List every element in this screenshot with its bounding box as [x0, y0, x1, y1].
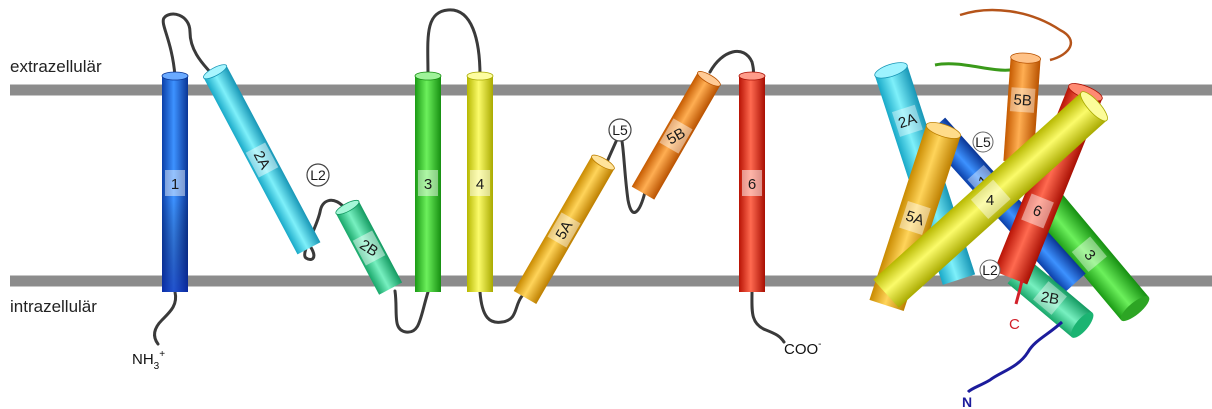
loop-l5-marker: L5 — [608, 118, 632, 142]
helix-2a: 2A — [203, 64, 321, 255]
helix-6-label-box — [742, 170, 762, 196]
helix-1-shade — [162, 200, 188, 292]
helix-6: 6 — [738, 71, 766, 292]
loop-l2-circle — [306, 163, 330, 187]
helix-3-cap — [414, 71, 442, 81]
structure-3d: 2A 3 5B 1 2B — [869, 8, 1150, 409]
helix-3: 3 — [414, 71, 442, 292]
struct-loop-l2-marker: L2 — [979, 259, 1001, 281]
struct-n-label: N — [962, 394, 972, 409]
helix-2b: 2B — [335, 199, 403, 295]
helix-2b-label-box — [352, 230, 386, 266]
helix-4: 4 — [466, 71, 494, 292]
helix-5a-cap — [591, 154, 615, 171]
struct-helix-2a-label: 2A — [896, 110, 919, 132]
struct-loop-l5-label: L5 — [975, 134, 991, 150]
helix-2b-body — [335, 201, 403, 295]
struct-c-label: C — [1009, 316, 1020, 333]
helix-3-label: 3 — [424, 176, 432, 193]
intracellular-label: intrazellulär — [10, 297, 97, 316]
struct-loop-l5-marker: L5 — [972, 131, 994, 153]
helix-6-cap — [738, 71, 766, 81]
n-terminal-tail — [153, 290, 178, 346]
helix-3-label-box — [418, 170, 438, 196]
extracellular-label: extrazellulär — [10, 57, 102, 76]
helix-2b-cap — [335, 199, 360, 215]
c-terminal-tail — [750, 290, 786, 344]
helix-2a-label-box — [245, 142, 279, 178]
struct-c-tail — [1014, 279, 1024, 305]
loop-5a-5b — [605, 127, 647, 214]
struct-helix-5b-label: 5B — [1013, 91, 1033, 109]
helix-1-label: 1 — [171, 176, 179, 193]
n-terminus-label: NH3+ — [132, 349, 165, 372]
struct-helix-5b: 5B — [1003, 52, 1041, 163]
struct-n-tail — [966, 320, 1064, 394]
helix-6-label: 6 — [748, 176, 756, 193]
helix-3-body — [415, 76, 441, 292]
helix-1: 1 — [161, 71, 189, 292]
helix-5a-label: 5A — [552, 218, 576, 242]
helix-1-label-box — [165, 170, 185, 196]
struct-helix-3: 3 — [1031, 189, 1150, 322]
struct-loop-top — [959, 8, 1073, 62]
loop-2b-3 — [393, 289, 430, 334]
helix-4-label: 4 — [476, 176, 484, 193]
loop-l5-label: L5 — [612, 122, 628, 138]
helix-4-cap — [466, 71, 494, 81]
helix-5a: 5A — [513, 154, 615, 305]
helix-5b-label: 5B — [664, 124, 688, 148]
struct-helix-5a-label: 5A — [903, 208, 926, 230]
helix-5b: 5B — [631, 71, 721, 200]
helix-5b-body — [631, 72, 721, 200]
loop-l2-marker: L2 — [306, 163, 330, 187]
loop-l2-label: L2 — [310, 167, 326, 183]
loop-3-4 — [426, 8, 482, 78]
helix-2a-body — [203, 65, 321, 255]
helix-5b-label-box — [659, 118, 693, 154]
c-terminus-label: COO- — [784, 339, 822, 358]
struct-helix-2b-label: 2B — [1039, 289, 1060, 309]
helix-5a-label-box — [547, 212, 581, 248]
helix-5b-cap — [697, 71, 721, 87]
loop-l5-circle — [608, 118, 632, 142]
struct-helix-4-label: 4 — [986, 192, 994, 209]
loop-4-5a — [478, 290, 524, 324]
helix-2a-cap — [203, 64, 228, 80]
helix-2a-label: 2A — [250, 148, 274, 172]
helix-5a-body — [513, 155, 615, 305]
struct-helix-4: 4 — [873, 91, 1108, 308]
struct-loop-l2-label: L2 — [982, 262, 998, 278]
helix-4-label-box — [470, 170, 490, 196]
loop-1-2a — [161, 12, 212, 78]
helix-1-cap — [161, 71, 189, 81]
